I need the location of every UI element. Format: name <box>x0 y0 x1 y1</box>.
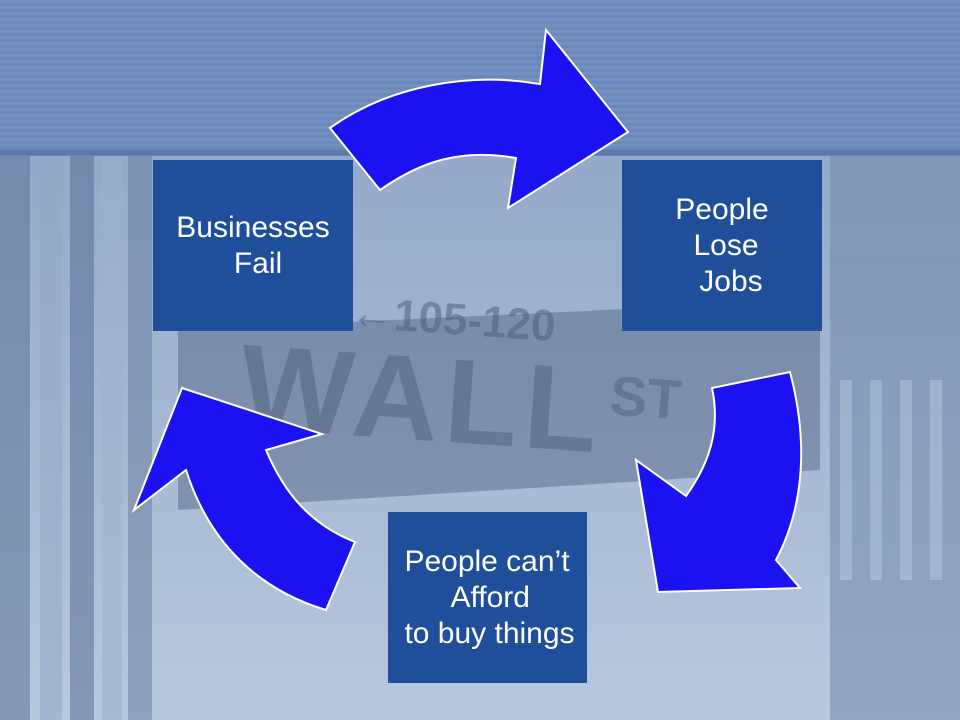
node-text-line: Lose <box>693 228 759 262</box>
node-text-line: Jobs <box>699 264 763 298</box>
arrow-right <box>634 370 803 594</box>
node-text-line: Afford <box>450 580 530 614</box>
node-text-line: People <box>675 192 769 226</box>
arrow-top <box>328 27 630 211</box>
cycle-node-businesses-fail: Businesses Fail <box>153 160 353 331</box>
node-text-line: People can’t <box>404 544 570 578</box>
arrow-left <box>131 386 357 612</box>
node-text-line: to buy things <box>404 616 575 650</box>
cycle-node-people-lose-jobs: People Lose Jobs <box>622 160 822 331</box>
node-text-line: Businesses <box>176 210 330 244</box>
cycle-node-people-cant-afford: People can’t Afford to buy things <box>388 512 587 683</box>
node-text-line: Fail <box>233 246 283 280</box>
